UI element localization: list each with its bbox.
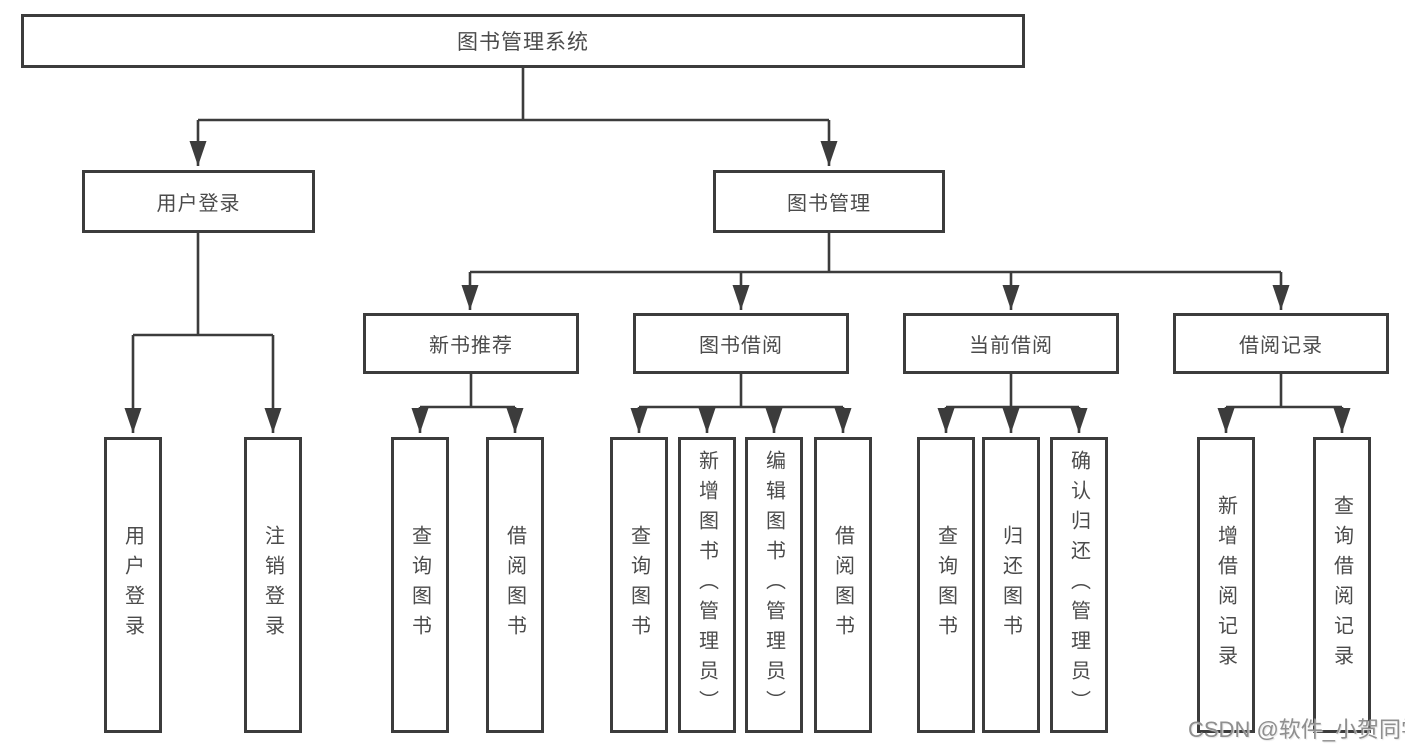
leaf-bb-query-book-label: 查询图书 [627,525,650,645]
leaf-br-add-record-label: 新增借阅记录 [1214,495,1237,675]
leaf-rec-query-book-label: 查询图书 [408,525,431,645]
node-new-book-rec-label: 新书推荐 [429,335,513,357]
leaf-rec-borrow-book: 借阅图书 [486,437,544,733]
leaf-bb-add-book: 新增图书（管理员） [678,437,736,733]
node-user-login-branch-label: 用户登录 [156,193,241,215]
node-borrow-record-label: 借阅记录 [1239,335,1323,357]
node-book-mgmt-branch-label: 图书管理 [787,193,871,215]
node-book-borrow-label: 图书借阅 [699,335,783,357]
leaf-bb-add-book-label: 新增图书（管理员） [695,450,718,720]
leaf-br-query-record: 查询借阅记录 [1313,437,1371,733]
node-book-borrow: 图书借阅 [633,313,849,374]
leaf-bb-edit-book-label: 编辑图书（管理员） [762,450,785,720]
leaf-cb-return-book: 归还图书 [982,437,1040,733]
leaf-br-add-record: 新增借阅记录 [1197,437,1255,733]
leaf-br-query-record-label: 查询借阅记录 [1330,495,1353,675]
node-current-borrow-label: 当前借阅 [969,335,1053,357]
node-current-borrow: 当前借阅 [903,313,1119,374]
leaf-cb-return-book-label: 归还图书 [999,525,1022,645]
leaf-cb-confirm-return-label: 确认归还（管理员） [1067,450,1090,720]
leaf-cb-query-book-label: 查询图书 [934,525,957,645]
leaf-logout: 注销登录 [244,437,302,733]
leaf-bb-edit-book: 编辑图书（管理员） [745,437,803,733]
leaf-cb-query-book: 查询图书 [917,437,975,733]
node-user-login-branch: 用户登录 [82,170,315,233]
node-book-mgmt-branch: 图书管理 [713,170,945,233]
leaf-user-login: 用户登录 [104,437,162,733]
leaf-cb-confirm-return: 确认归还（管理员） [1050,437,1108,733]
leaf-user-login-label: 用户登录 [121,525,144,645]
node-new-book-rec: 新书推荐 [363,313,579,374]
csdn-watermark: CSDN @软件_小贺同学 [1188,717,1405,742]
node-root-label: 图书管理系统 [457,31,589,54]
leaf-rec-borrow-book-label: 借阅图书 [503,525,526,645]
leaf-logout-label: 注销登录 [261,525,284,645]
node-borrow-record: 借阅记录 [1173,313,1389,374]
leaf-rec-query-book: 查询图书 [391,437,449,733]
leaf-bb-query-book: 查询图书 [610,437,668,733]
leaf-bb-borrow-book: 借阅图书 [814,437,872,733]
node-root: 图书管理系统 [21,14,1025,68]
leaf-bb-borrow-book-label: 借阅图书 [831,525,854,645]
